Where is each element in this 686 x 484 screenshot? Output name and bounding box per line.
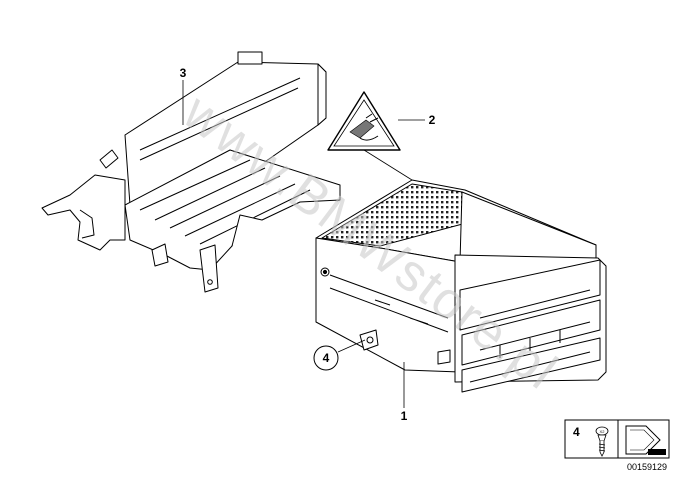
callout-circle-4	[313, 345, 339, 371]
leader-line-label	[363, 149, 413, 181]
callout-1: 1	[401, 409, 408, 423]
callout-leaders	[182, 80, 425, 408]
callout-3: 3	[180, 66, 187, 80]
legend-item-number: 4	[573, 425, 580, 439]
mounting-bracket	[41, 51, 341, 293]
drawing-code: 00159129	[627, 462, 667, 472]
warning-label	[327, 91, 401, 151]
arrow-icon	[625, 425, 661, 455]
radio-unit	[315, 179, 607, 393]
callout-2: 2	[429, 113, 436, 127]
screw-icon: X2	[595, 426, 609, 457]
legend-box: 4 X2 00159129	[564, 419, 670, 472]
callout-4: 4	[323, 351, 330, 365]
screw-mark: X2	[600, 429, 606, 434]
